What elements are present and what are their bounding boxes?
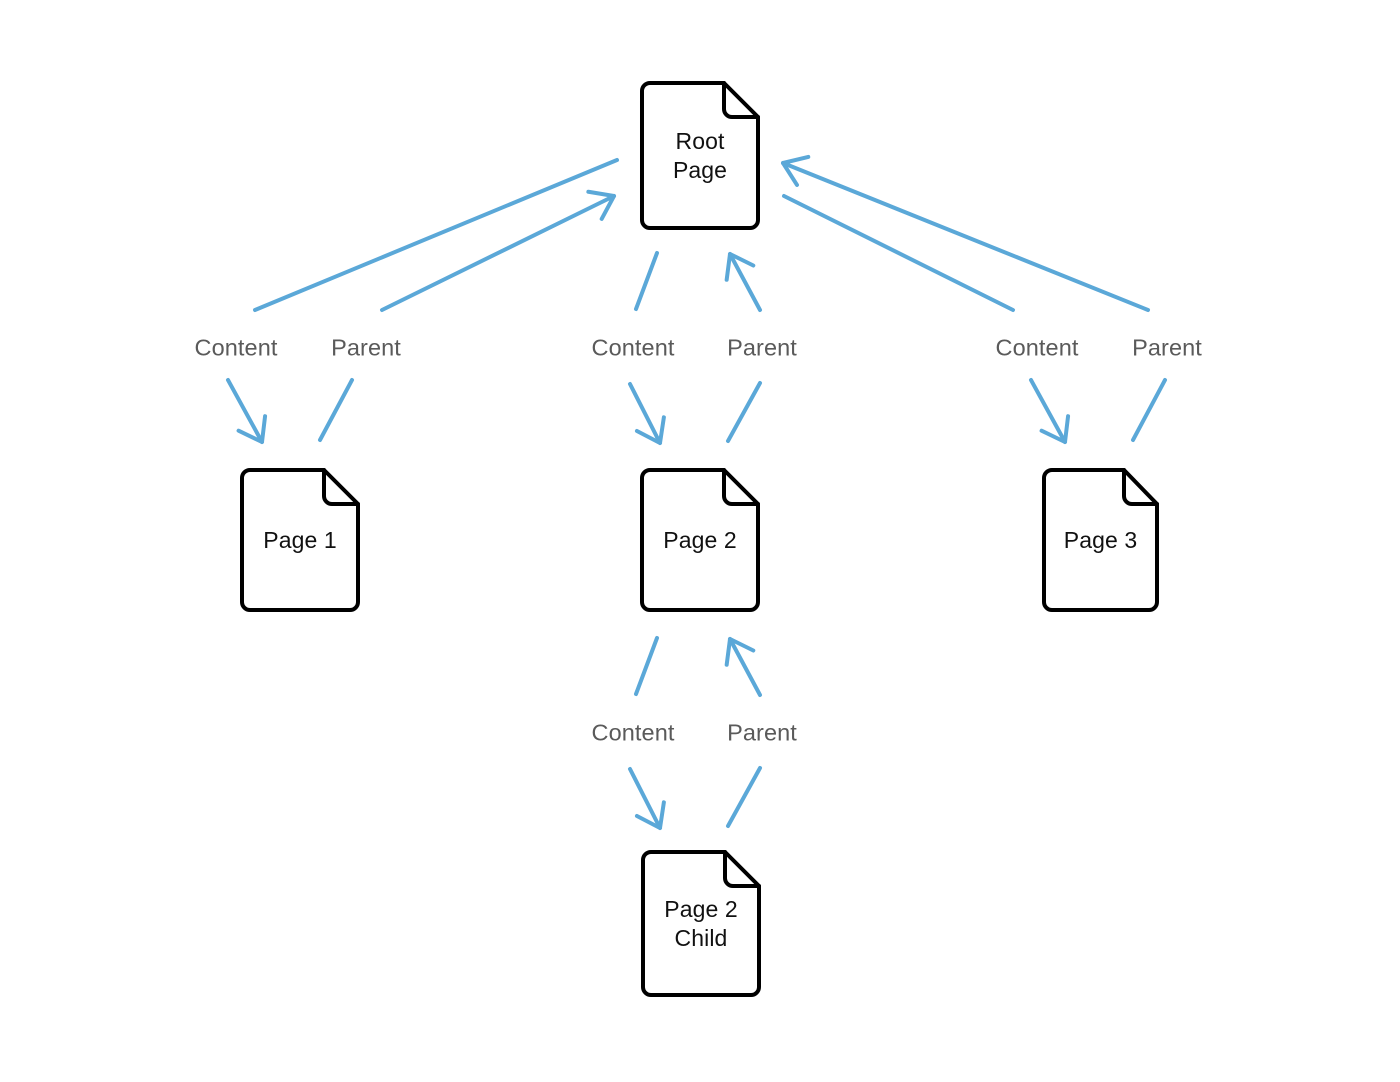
edge-parent-page3-to-root-lower xyxy=(1131,378,1167,442)
edge-content-root-to-page1-upper xyxy=(253,158,619,312)
edge-label-page1-content: Content xyxy=(194,334,278,361)
edge-arrowhead xyxy=(781,154,811,187)
edge-label-page2child-content: Content xyxy=(591,719,675,746)
edge-content-page2-to-page2child-upper xyxy=(634,636,659,696)
edge-parent-page2child-to-page2-upper xyxy=(724,637,762,697)
edge-line xyxy=(726,766,762,828)
edge-parent-page3-to-root-upper xyxy=(781,154,1150,312)
node-page-2-child[interactable]: Page 2 Child xyxy=(641,850,761,997)
edge-line xyxy=(728,637,762,697)
edge-content-root-to-page3-lower xyxy=(1029,378,1071,444)
edge-label-page3-content: Content xyxy=(995,334,1079,361)
node-page-1[interactable]: Page 1 xyxy=(240,468,360,612)
node-page-2[interactable]: Page 2 xyxy=(640,468,760,612)
edge-arrowhead xyxy=(586,189,616,221)
edge-line xyxy=(728,252,762,312)
document-icon xyxy=(640,81,760,230)
edges-group xyxy=(226,154,1167,830)
edge-arrowhead xyxy=(634,800,666,830)
edge-content-page2-to-page2child-lower xyxy=(628,767,666,830)
document-icon xyxy=(641,850,761,997)
edge-line xyxy=(634,636,659,696)
edge-line xyxy=(628,767,662,830)
document-icon xyxy=(240,468,360,612)
edge-line xyxy=(380,194,616,312)
edge-arrowhead xyxy=(724,637,756,667)
edge-line xyxy=(634,251,659,311)
edge-line xyxy=(226,378,264,444)
edge-label-page3-parent: Parent xyxy=(1132,334,1202,361)
edge-parent-page2child-to-page2-lower xyxy=(726,766,762,828)
document-icon xyxy=(1042,468,1159,612)
edge-line xyxy=(1131,378,1167,442)
edge-arrowhead xyxy=(236,414,268,444)
edge-line xyxy=(1029,378,1067,444)
document-icon xyxy=(640,468,760,612)
edge-label-page2-content: Content xyxy=(591,334,675,361)
edge-arrowhead xyxy=(724,252,756,282)
node-root-page[interactable]: Root Page xyxy=(640,81,760,230)
edge-parent-page2-to-root-upper xyxy=(724,252,762,312)
edge-line xyxy=(628,382,662,445)
edge-arrowhead xyxy=(1039,414,1071,444)
edge-parent-page2-to-root-lower xyxy=(726,381,762,443)
edge-line xyxy=(253,158,619,312)
edge-line xyxy=(782,194,1015,312)
edge-line xyxy=(726,381,762,443)
edge-line xyxy=(781,161,1150,312)
edge-label-page2child-parent: Parent xyxy=(727,719,797,746)
edge-label-page1-parent: Parent xyxy=(331,334,401,361)
edge-label-page2-parent: Parent xyxy=(727,334,797,361)
edge-content-root-to-page2-upper xyxy=(634,251,659,311)
edge-content-root-to-page1-lower xyxy=(226,378,268,444)
edge-content-root-to-page3-upper xyxy=(782,194,1015,312)
node-page-3[interactable]: Page 3 xyxy=(1042,468,1159,612)
edge-arrowhead xyxy=(634,415,666,445)
edge-parent-page1-to-root-upper xyxy=(380,189,616,312)
edge-parent-page1-to-root-lower xyxy=(318,378,354,442)
edge-content-root-to-page2-lower xyxy=(628,382,666,445)
edge-line xyxy=(318,378,354,442)
